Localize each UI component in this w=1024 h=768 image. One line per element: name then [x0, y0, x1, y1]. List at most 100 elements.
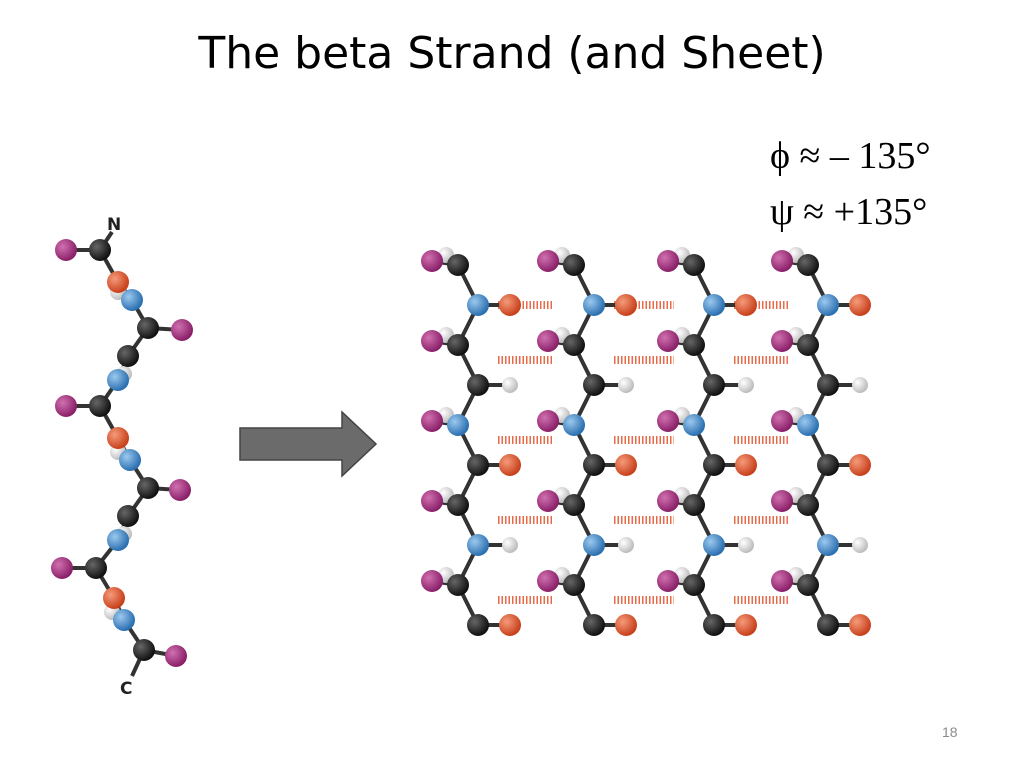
side-chain-atom [421, 570, 443, 592]
oxygen-atom [735, 294, 757, 316]
nitrogen-atom [113, 609, 135, 631]
hydrogen-atom [852, 537, 868, 553]
side-chain-atom [537, 250, 559, 272]
oxygen-atom [103, 587, 125, 609]
hydrogen-atom [738, 377, 754, 393]
carbon-atom [797, 574, 819, 596]
nitrogen-atom [107, 529, 129, 551]
side-chain-atom [55, 239, 77, 261]
nitrogen-atom [467, 534, 489, 556]
oxygen-atom [615, 454, 637, 476]
carbon-atom [563, 494, 585, 516]
nitrogen-atom [563, 414, 585, 436]
carbon-atom [447, 494, 469, 516]
carbon-atom [117, 345, 139, 367]
nitrogen-atom [447, 414, 469, 436]
side-chain-atom [657, 330, 679, 352]
beta-sheet-model [421, 247, 871, 636]
carbon-atom [683, 494, 705, 516]
side-chain-atom [657, 250, 679, 272]
page-number: 18 [942, 724, 958, 740]
side-chain-atom [55, 395, 77, 417]
oxygen-atom [849, 454, 871, 476]
side-chain-atom [771, 250, 793, 272]
side-chain-atom [657, 410, 679, 432]
nitrogen-atom [703, 534, 725, 556]
strand-c-terminus-label: C [120, 679, 132, 699]
carbon-atom [137, 477, 159, 499]
oxygen-atom [499, 294, 521, 316]
side-chain-atom [421, 330, 443, 352]
side-chain-atom [421, 490, 443, 512]
carbon-atom [797, 334, 819, 356]
carbon-atom [703, 374, 725, 396]
carbon-atom [703, 614, 725, 636]
carbon-atom [683, 334, 705, 356]
nitrogen-atom [119, 449, 141, 471]
oxygen-atom [735, 454, 757, 476]
nitrogen-atom [683, 414, 705, 436]
nitrogen-atom [583, 534, 605, 556]
side-chain-atom [51, 557, 73, 579]
hydrogen-atom [618, 377, 634, 393]
side-chain-atom [771, 490, 793, 512]
nitrogen-atom [583, 294, 605, 316]
side-chain-atom [421, 250, 443, 272]
carbon-atom [447, 574, 469, 596]
carbon-atom [447, 254, 469, 276]
beta-strand-model [51, 230, 193, 677]
carbon-atom [797, 254, 819, 276]
nitrogen-atom [121, 289, 143, 311]
side-chain-atom [165, 645, 187, 667]
side-chain-atom [657, 570, 679, 592]
nitrogen-atom [797, 414, 819, 436]
oxygen-atom [499, 454, 521, 476]
carbon-atom [817, 614, 839, 636]
carbon-atom [563, 334, 585, 356]
slide-title: The beta Strand (and Sheet) [198, 28, 826, 79]
phi-angle: ϕ ≈ – 135° [770, 135, 931, 177]
side-chain-atom [169, 479, 191, 501]
side-chain-atom [421, 410, 443, 432]
oxygen-atom [499, 614, 521, 636]
oxygen-atom [849, 614, 871, 636]
carbon-atom [563, 574, 585, 596]
side-chain-atom [171, 319, 193, 341]
nitrogen-atom [467, 294, 489, 316]
carbon-atom [137, 317, 159, 339]
side-chain-atom [537, 330, 559, 352]
carbon-atom [583, 454, 605, 476]
side-chain-atom [657, 490, 679, 512]
side-chain-atom [537, 490, 559, 512]
carbon-atom [447, 334, 469, 356]
carbon-atom [563, 254, 585, 276]
oxygen-atom [107, 271, 129, 293]
nitrogen-atom [817, 294, 839, 316]
hydrogen-atom [502, 537, 518, 553]
oxygen-atom [735, 614, 757, 636]
nitrogen-atom [107, 369, 129, 391]
hydrogen-atom [852, 377, 868, 393]
carbon-atom [817, 454, 839, 476]
nitrogen-atom [703, 294, 725, 316]
carbon-atom [797, 494, 819, 516]
side-chain-atom [771, 330, 793, 352]
oxygen-atom [615, 614, 637, 636]
right-arrow-icon [239, 410, 378, 478]
psi-angle: ψ ≈ +135° [770, 191, 928, 233]
side-chain-atom [537, 410, 559, 432]
strand-n-terminus-label: N [107, 215, 121, 235]
oxygen-atom [615, 294, 637, 316]
hydrogen-atom [738, 537, 754, 553]
oxygen-atom [107, 427, 129, 449]
carbon-atom [133, 639, 155, 661]
dihedral-angles: ϕ ≈ – 135° ψ ≈ +135° [770, 128, 931, 240]
side-chain-atom [771, 570, 793, 592]
carbon-atom [583, 374, 605, 396]
carbon-atom [683, 254, 705, 276]
carbon-atom [467, 374, 489, 396]
carbon-atom [683, 574, 705, 596]
nitrogen-atom [817, 534, 839, 556]
carbon-atom [85, 557, 107, 579]
